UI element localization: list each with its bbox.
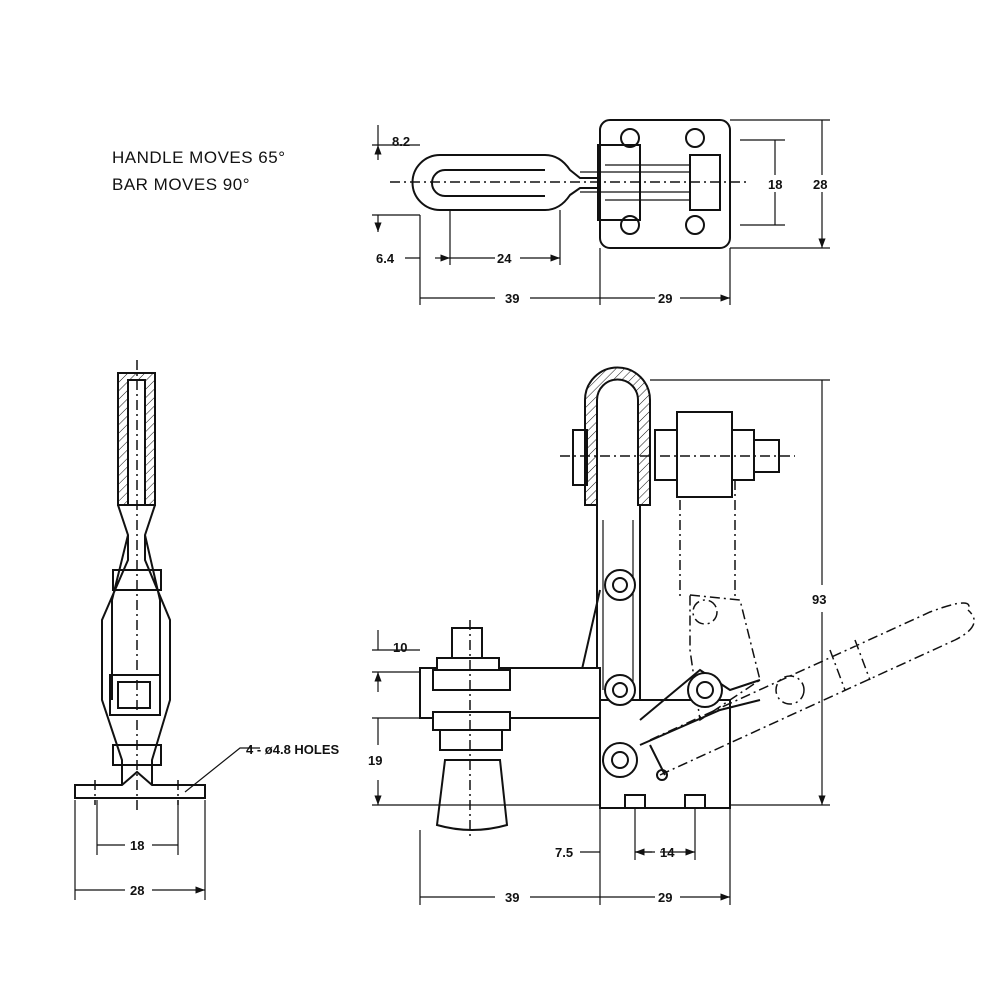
dim-39: 39 (505, 291, 519, 306)
front-view: 10 19 93 7.5 14 39 29 (368, 366, 975, 906)
dim-28: 28 (813, 177, 827, 192)
dim-24: 24 (497, 251, 512, 266)
dim-29: 29 (658, 291, 672, 306)
bar-moves-note: BAR MOVES 90° (112, 175, 250, 194)
front-dim-93: 93 (812, 592, 826, 607)
holes-note: 4 - ø4.8 HOLES (246, 742, 340, 757)
front-dim-14: 14 (660, 845, 675, 860)
side-dim-18: 18 (130, 838, 144, 853)
front-dim-39: 39 (505, 890, 519, 905)
dim-8-2: 8.2 (392, 134, 410, 149)
dim-18: 18 (768, 177, 782, 192)
handle-moves-note: HANDLE MOVES 65° (112, 148, 286, 167)
front-dim-19: 19 (368, 753, 382, 768)
front-dim-10: 10 (393, 640, 407, 655)
dim-6-4: 6.4 (376, 251, 395, 266)
front-dim-29: 29 (658, 890, 672, 905)
side-dim-28: 28 (130, 883, 144, 898)
top-view: 8.2 18 28 6.4 24 39 29 (372, 119, 830, 306)
front-dim-7-5: 7.5 (555, 845, 573, 860)
side-view: 4 - ø4.8 HOLES 18 28 (74, 360, 340, 900)
